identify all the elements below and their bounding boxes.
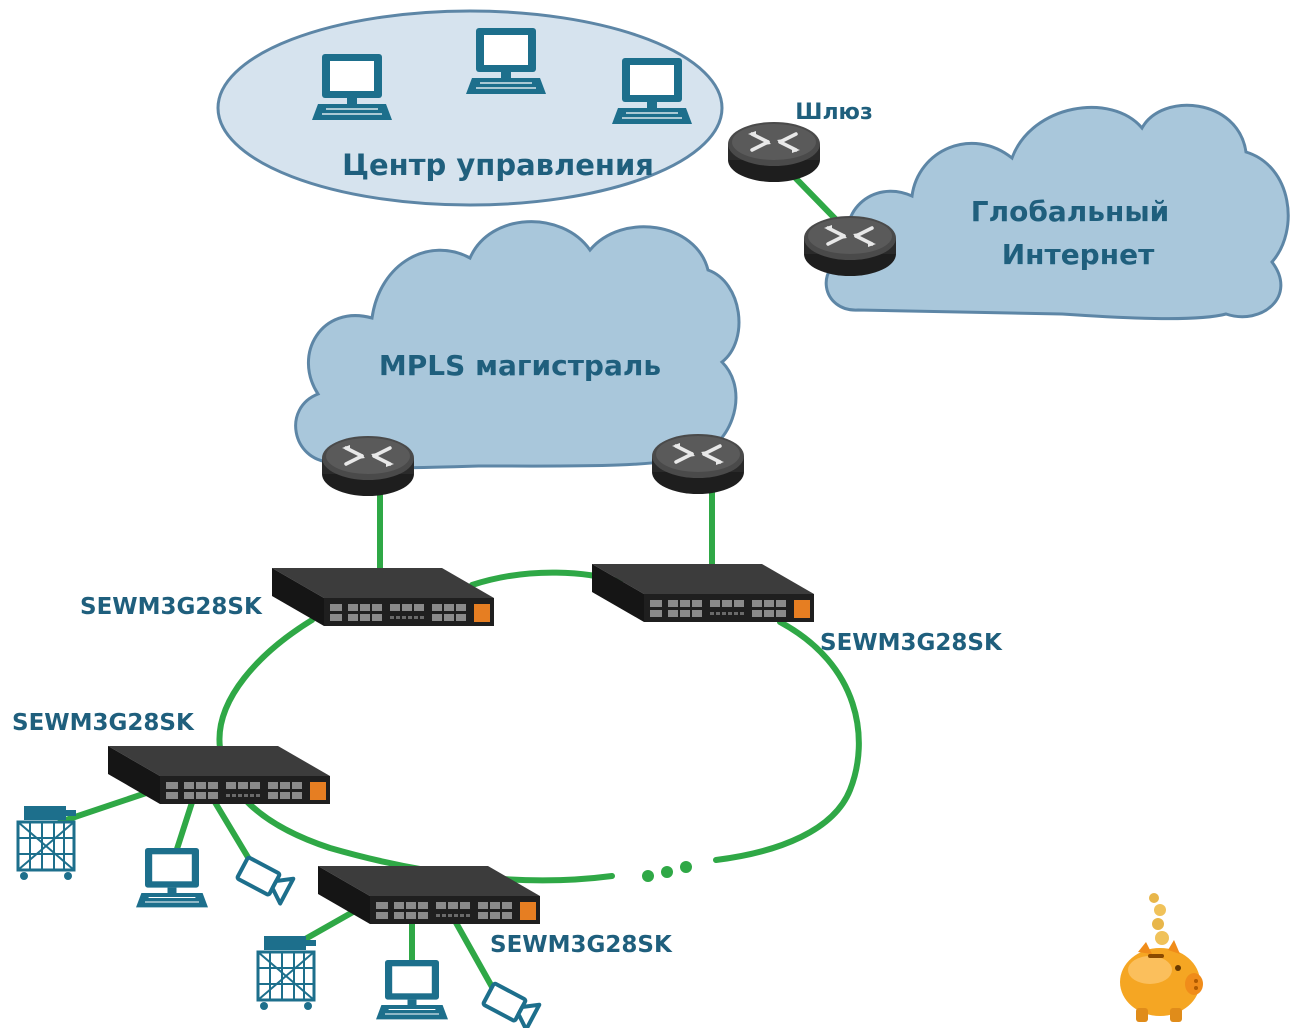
- camera-icon: [482, 981, 539, 1028]
- camera-icon: [236, 855, 293, 903]
- gateway-label: Шлюз: [795, 100, 872, 125]
- internet-label-line1: Глобальный: [971, 195, 1170, 228]
- switch-label: SEWM3G28SK: [820, 630, 1003, 656]
- switch-icon: [272, 568, 494, 626]
- computer-icon: [311, 53, 393, 121]
- computer-icon: [135, 847, 209, 908]
- link-switch-d-kiosk: [297, 905, 363, 945]
- router-icon: [726, 120, 822, 184]
- computer-icon: [611, 57, 693, 125]
- link-switch-d-camera: [447, 909, 499, 997]
- link-switch-c-camera: [207, 791, 255, 867]
- computer-icon: [465, 27, 547, 95]
- switch-icon: [592, 564, 814, 622]
- mpls-cloud: [294, 220, 741, 470]
- control-center-label: Центр управления: [342, 148, 654, 182]
- kiosk-icon: [256, 934, 318, 1012]
- piggy-bank-icon: [1120, 893, 1203, 1022]
- internet-cloud: [824, 103, 1290, 321]
- switch-label: SEWM3G28SK: [12, 710, 195, 736]
- mpls-label: MPLS магистраль: [379, 349, 661, 382]
- router-icon: [650, 432, 746, 496]
- switch-label: SEWM3G28SK: [80, 594, 263, 620]
- router-icon: [802, 214, 898, 278]
- computer-icon: [375, 959, 449, 1020]
- ring-continuation-dots: [642, 861, 692, 882]
- switch-label: SEWM3G28SK: [490, 932, 673, 958]
- router-icon: [320, 434, 416, 498]
- internet-label-line2: Интернет: [1002, 238, 1155, 271]
